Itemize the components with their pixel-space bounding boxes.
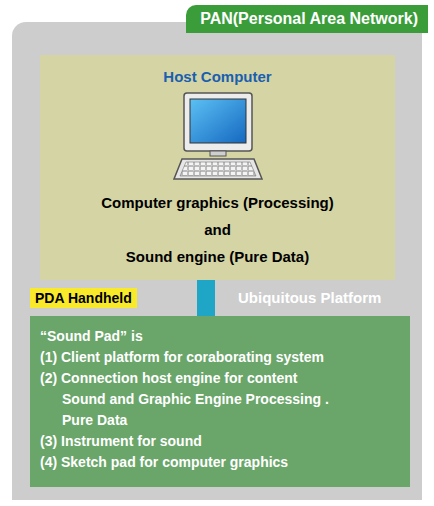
list-item: (2) Connection host engine for content S… bbox=[40, 368, 332, 431]
network-panel: PAN(Personal Area Network)Host Computer … bbox=[12, 22, 422, 500]
list-item: (1) Client platform for coraborating sys… bbox=[40, 347, 398, 368]
list-item: (4) Sketch pad for computer graphics bbox=[40, 452, 398, 473]
panel-heading: PAN(Personal Area Network) bbox=[186, 5, 428, 33]
box-heading: Host Computer bbox=[50, 67, 385, 87]
host-box: Host Computer Computer graphics (Process… bbox=[40, 55, 395, 280]
box-heading: “Sound Pad” is bbox=[40, 326, 398, 347]
computer-icon bbox=[170, 91, 266, 183]
box-text: Computer graphics (Processing) bbox=[50, 189, 385, 216]
platform-label: Ubiquitous Platform bbox=[238, 289, 381, 306]
box-text: and bbox=[50, 216, 385, 243]
link-bar bbox=[197, 280, 215, 316]
highlight-label: PDA Handheld bbox=[30, 288, 137, 308]
device-box: PDA HandheldUbiquitous Platform“Sound Pa… bbox=[30, 316, 410, 487]
list-item: (3) Instrument for sound bbox=[40, 431, 398, 452]
box-text: Sound engine (Pure Data) bbox=[50, 243, 385, 270]
